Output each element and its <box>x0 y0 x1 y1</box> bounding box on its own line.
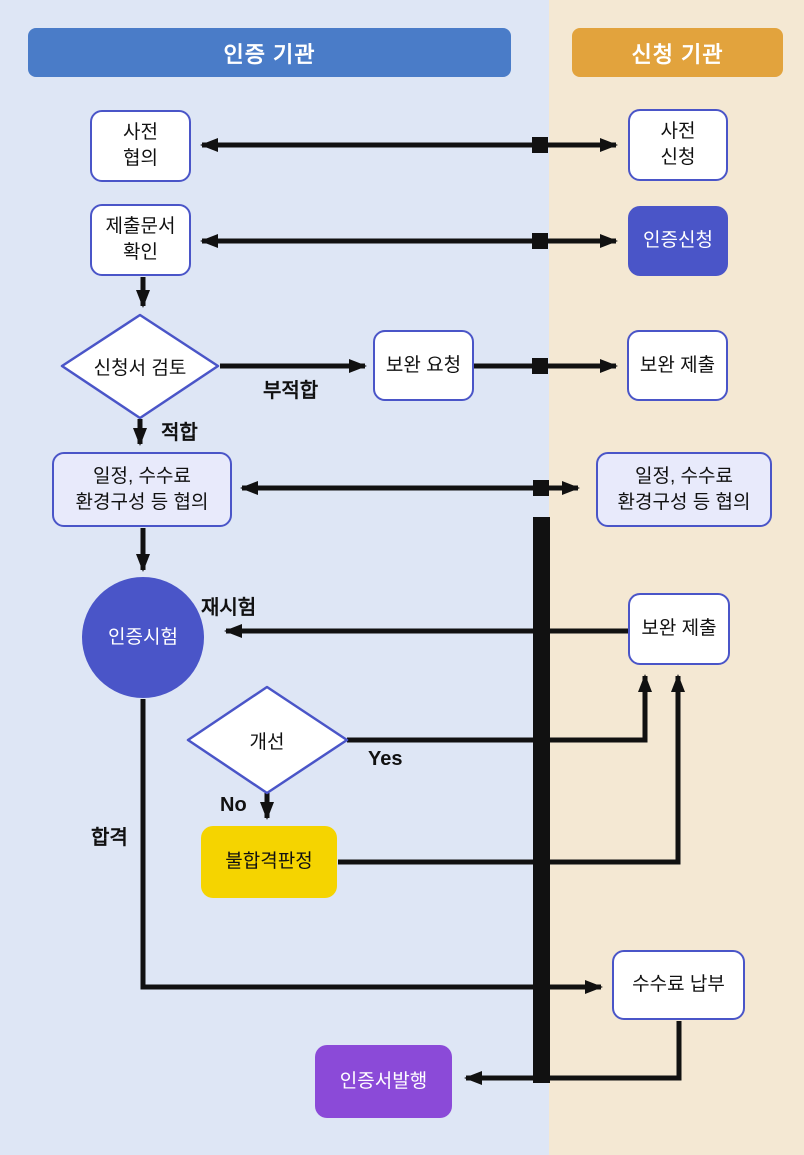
edge-label-pass: 합격 <box>91 827 128 849</box>
arrow-cert-test-pass-fee <box>140 699 603 994</box>
header-certification-agency: 인증 기관 <box>28 28 511 77</box>
edge-label-yes: Yes <box>368 748 403 770</box>
left-column-background <box>0 0 549 1155</box>
node-fee-payment: 수수료 납부 <box>612 950 745 1020</box>
node-cert-apply: 인증신청 <box>628 206 728 276</box>
separator-bar <box>533 517 550 1083</box>
node-fix-submit-2: 보완 제출 <box>628 593 730 665</box>
edge-label-no: No <box>220 794 247 816</box>
node-doc-check: 제출문서 확인 <box>90 204 191 276</box>
node-review-label: 신청서 검토 <box>93 357 187 379</box>
connector-square-row2 <box>532 233 548 249</box>
edge-label-unfit: 부적합 <box>263 380 319 402</box>
arrow-fail-fix-submit <box>338 674 685 865</box>
connector-square-row4 <box>533 480 549 496</box>
diamond-review-shape <box>60 313 220 420</box>
node-fix-submit-1: 보완 제출 <box>627 330 728 401</box>
node-schedule-right: 일정, 수수료 환경구성 등 협의 <box>596 452 772 527</box>
node-improve-label: 개선 <box>249 731 285 753</box>
connector-square-row3 <box>532 358 548 374</box>
node-schedule-left: 일정, 수수료 환경구성 등 협의 <box>52 452 232 527</box>
diamond-improve-shape <box>186 685 349 795</box>
node-fix-request: 보완 요청 <box>373 330 474 401</box>
node-prior-consult: 사전 협의 <box>90 110 191 182</box>
arrow-improve-yes-fix-submit <box>347 674 652 743</box>
edge-label-fit: 적합 <box>161 422 198 444</box>
arrow-fee-cert-issue <box>464 1021 682 1085</box>
edge-label-retest: 재시험 <box>201 597 257 619</box>
node-fail-decision: 불합격판정 <box>201 826 337 898</box>
connector-square-row1 <box>532 137 548 153</box>
node-cert-issue: 인증서발행 <box>315 1045 452 1118</box>
header-applicant-agency: 신청 기관 <box>572 28 783 77</box>
node-prior-apply: 사전 신청 <box>628 109 728 181</box>
node-cert-test: 인증시험 <box>82 577 204 698</box>
